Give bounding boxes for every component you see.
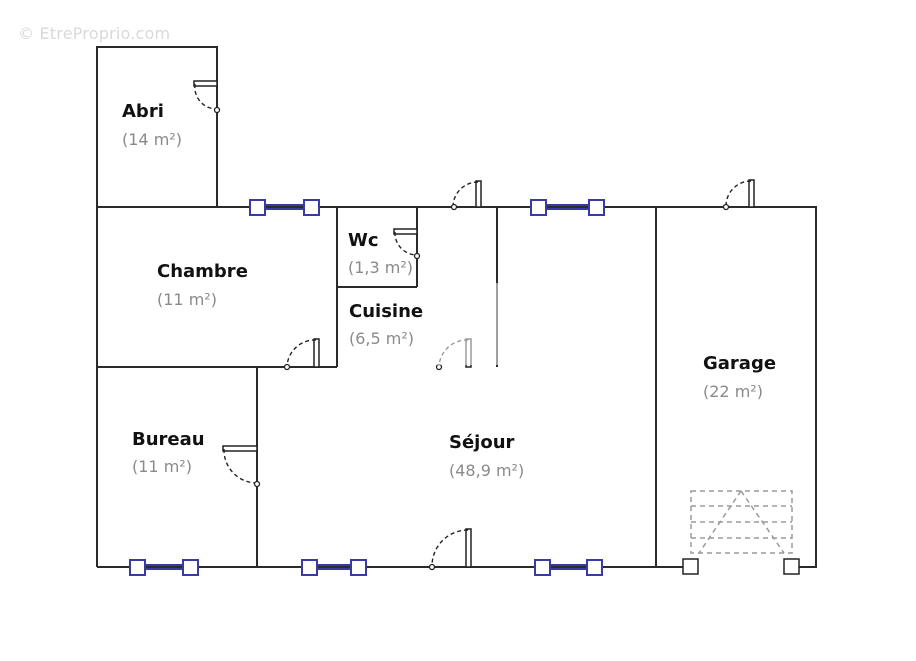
room-area-cuisine: (6,5 m²) bbox=[349, 329, 414, 348]
room-name-abri: Abri bbox=[122, 101, 164, 122]
room-area-chambre: (11 m²) bbox=[157, 290, 217, 309]
room-area-sejour: (48,9 m²) bbox=[449, 461, 524, 480]
watermark: © EtreProprio.com bbox=[18, 24, 171, 43]
room-name-garage: Garage bbox=[703, 353, 776, 374]
garage-door bbox=[682, 490, 800, 575]
window-top-2 bbox=[530, 199, 605, 216]
wall-abri bbox=[96, 46, 218, 207]
door-wc bbox=[393, 228, 421, 260]
room-area-bureau: (11 m²) bbox=[132, 457, 192, 476]
window-bottom-2 bbox=[301, 559, 367, 576]
room-name-cuisine: Cuisine bbox=[349, 301, 423, 322]
doors bbox=[193, 80, 755, 571]
door-bureau bbox=[222, 445, 261, 488]
room-name-chambre: Chambre bbox=[157, 261, 248, 282]
door-top-entry bbox=[450, 180, 482, 211]
room-name-wc: Wc bbox=[348, 230, 379, 251]
garage-post-right bbox=[783, 558, 800, 575]
door-chambre bbox=[283, 338, 320, 371]
door-abri bbox=[193, 80, 221, 114]
walls bbox=[96, 46, 817, 568]
window-bottom-1 bbox=[129, 559, 199, 576]
window-bottom-3 bbox=[534, 559, 603, 576]
room-name-sejour: Séjour bbox=[449, 432, 515, 453]
door-front bbox=[428, 528, 472, 571]
room-name-bureau: Bureau bbox=[132, 429, 205, 450]
window-top-1 bbox=[249, 199, 320, 216]
room-area-abri: (14 m²) bbox=[122, 130, 182, 149]
garage-post-left bbox=[682, 558, 699, 575]
room-labels: Abri (14 m²) Chambre (11 m²) Wc (1,3 m²)… bbox=[122, 101, 776, 480]
room-area-wc: (1,3 m²) bbox=[348, 258, 413, 277]
windows bbox=[129, 199, 605, 576]
room-area-garage: (22 m²) bbox=[703, 382, 763, 401]
wall-garage bbox=[656, 206, 817, 568]
door-garage-top bbox=[722, 179, 755, 211]
watermark-block bbox=[420, 283, 590, 365]
